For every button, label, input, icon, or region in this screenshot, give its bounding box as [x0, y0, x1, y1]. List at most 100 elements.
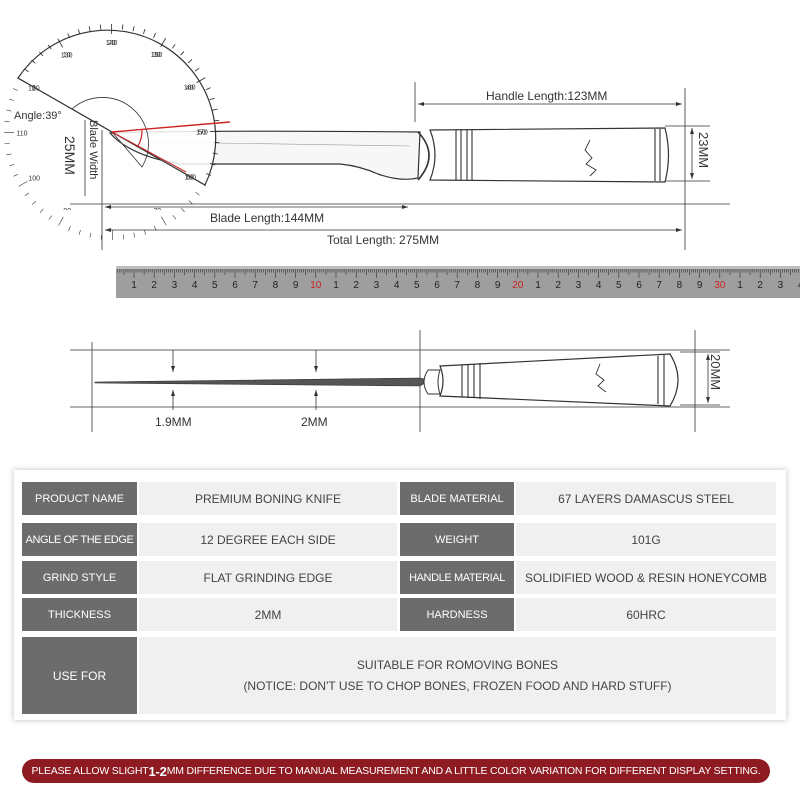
- blade-material-label: BLADE MATERIAL: [400, 482, 514, 515]
- ruler-number: 2: [353, 280, 359, 291]
- use-for-label: USE FOR: [22, 637, 137, 714]
- handle-material-label: HANDLE MATERIAL: [400, 561, 514, 594]
- edge-angle-label: ANGLE OF THE EDGE: [22, 523, 137, 556]
- ruler-number: 10: [310, 280, 322, 291]
- protractor-tick: [212, 108, 218, 111]
- ruler-number: 6: [636, 280, 642, 291]
- protractor-tick: [100, 234, 102, 240]
- ruler-number: 7: [656, 280, 662, 291]
- hardness-label: HARDNESS: [400, 598, 514, 631]
- protractor-tick: [13, 174, 19, 177]
- ruler-number: 9: [697, 280, 703, 291]
- protractor-tick: [143, 229, 147, 235]
- ruler-number: 1: [131, 280, 137, 291]
- blade-width-label: Blade Width: [87, 120, 99, 180]
- protractor-tick: [212, 152, 218, 155]
- handle-outline: [429, 127, 670, 183]
- ruler-number: 7: [252, 280, 258, 291]
- protractor-tick: [99, 24, 102, 30]
- protractor-tick: [210, 163, 215, 166]
- protractor-tick: [47, 44, 52, 50]
- ruler-number: 7: [454, 280, 460, 291]
- protractor-tick: [57, 38, 63, 48]
- protractor-labels: 0102030405060708090100110120130140150160…: [16, 40, 208, 210]
- protractor-tick: [122, 234, 124, 240]
- ruler-number: 5: [414, 280, 420, 291]
- protractor-label: 180: [184, 175, 196, 182]
- protractor-tick: [153, 225, 157, 231]
- ruler-number: 3: [374, 280, 380, 291]
- protractor-tick: [196, 180, 206, 186]
- ruler-number: 8: [677, 280, 683, 291]
- protractor-label: 30: [153, 52, 161, 59]
- ruler-number: 9: [293, 280, 299, 291]
- protractor-tick: [4, 142, 10, 145]
- ruler-number: 20: [512, 280, 524, 291]
- protractor-label: 0: [32, 85, 36, 92]
- blade-length-label: Blade Length:144MM: [210, 211, 325, 225]
- ruler-number: 4: [798, 280, 800, 291]
- protractor-tick: [24, 68, 29, 73]
- protractor-label: 10: [63, 52, 71, 59]
- protractor-tick: [180, 208, 185, 213]
- notice-part-1: PLEASE ALLOW SLIGHT: [31, 765, 149, 777]
- protractor-label: 110: [16, 130, 27, 137]
- thickness-label: THICKNESS: [22, 598, 137, 631]
- protractor-tick: [188, 200, 193, 205]
- protractor-tick: [6, 153, 12, 156]
- ruler-number: 6: [434, 280, 440, 291]
- protractor-tick: [31, 201, 36, 205]
- protractor-tick: [9, 163, 15, 167]
- handle-height-label: 23MM: [696, 132, 711, 169]
- protractor-label: 130: [61, 52, 73, 59]
- protractor-tick: [31, 59, 36, 64]
- measuring-ruler: 1234567891012345678920123456789301234: [116, 266, 800, 298]
- ruler-number: 6: [232, 280, 238, 291]
- protractor-tick: [18, 78, 28, 84]
- grind-style-value: FLAT GRINDING EDGE: [139, 561, 397, 594]
- knife-side-view: [3, 23, 730, 250]
- ruler-number: 1: [333, 280, 339, 291]
- ruler-number: 3: [778, 280, 784, 291]
- protractor-label: 140: [106, 40, 118, 47]
- ruler-number: 2: [555, 280, 561, 291]
- protractor-tick: [205, 87, 211, 90]
- protractor-tick: [153, 32, 156, 38]
- use-for-line-2: (NOTICE: DON'T USE TO CHOP BONES, FROZEN…: [243, 678, 672, 693]
- handle-material-value: SOLIDIFIED WOOD & RESIN HONEYCOMB: [516, 561, 776, 594]
- protractor-tick: [180, 51, 185, 56]
- protractor-tick: [187, 59, 193, 63]
- protractor-tick: [6, 109, 12, 112]
- thickness-label-b: 2MM: [301, 415, 328, 429]
- spine-height-label: 20MM: [708, 354, 723, 391]
- ruler-number: 1: [535, 280, 541, 291]
- protractor-tick: [88, 26, 91, 32]
- spec-table: PRODUCT NAME PREMIUM BONING KNIFE BLADE …: [14, 470, 786, 720]
- protractor-tick: [196, 77, 206, 83]
- protractor-tick: [143, 29, 146, 34]
- edge-angle-value: 12 DEGREE EACH SIDE: [139, 523, 397, 556]
- weight-value: 101G: [516, 523, 776, 556]
- protractor-tick: [4, 120, 10, 122]
- ruler-number: 2: [757, 280, 763, 291]
- protractor-tick: [48, 215, 53, 220]
- ruler-number: 3: [172, 280, 178, 291]
- protractor-tick: [39, 208, 44, 213]
- protractor-tick: [206, 173, 212, 176]
- protractor-tick: [13, 88, 18, 91]
- thickness-value: 2MM: [139, 598, 397, 631]
- hardness-value: 60HRC: [516, 598, 776, 631]
- protractor-tick: [195, 192, 200, 196]
- protractor-tick: [133, 232, 136, 238]
- protractor-tick: [18, 181, 28, 187]
- weight-label: WEIGHT: [400, 523, 514, 556]
- ruler-number: 2: [151, 280, 157, 291]
- use-for-line-1: SUITABLE FOR ROMOVING BONES: [356, 657, 559, 672]
- protractor-tick: [160, 38, 166, 48]
- protractor-tick: [194, 67, 200, 72]
- protractor-tick: [24, 192, 30, 197]
- protractor-tick: [77, 29, 80, 35]
- thickness-label-a: 1.9MM: [155, 415, 192, 429]
- ruler-number: 3: [576, 280, 582, 291]
